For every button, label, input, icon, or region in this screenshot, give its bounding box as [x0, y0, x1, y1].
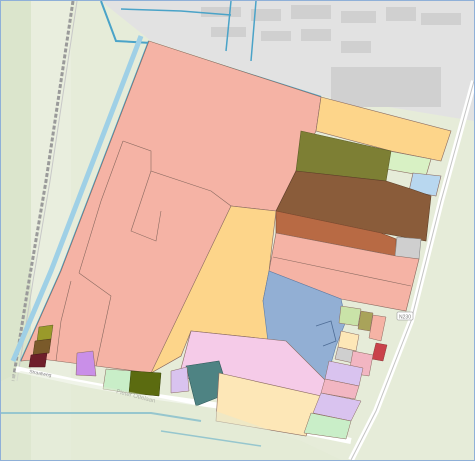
street-label-bottom-left: Straatweg	[29, 369, 52, 379]
route-marker: N230	[396, 311, 414, 321]
parcel-small-green[interactable]	[338, 305, 362, 327]
railway-line	[11, 1, 75, 382]
parcel-left-olive[interactable]	[36, 324, 54, 342]
parcel-small-salmon[interactable]	[368, 314, 387, 342]
parcel-left-darkred[interactable]	[28, 352, 48, 368]
parcel-light-pink[interactable]	[320, 378, 360, 400]
parcel-left-brown[interactable]	[32, 338, 52, 356]
parcel-olive-bottom[interactable]	[128, 370, 162, 397]
blue-detail-line	[315, 320, 337, 347]
parcel-cream[interactable]	[215, 372, 322, 437]
parcel-mint[interactable]	[303, 412, 352, 440]
svg-text:N230: N230	[399, 315, 411, 321]
parcel-gray[interactable]	[394, 236, 422, 260]
parcel-small-red[interactable]	[371, 342, 388, 362]
parcel-light-blue[interactable]	[408, 172, 442, 197]
field-bottom	[1, 371, 341, 460]
parcel-subdivision-lines	[55, 140, 232, 367]
parcel-divider	[272, 256, 412, 287]
railway-edge	[16, 1, 78, 382]
main-road-edge	[350, 80, 474, 460]
parcel-lavender-left[interactable]	[75, 350, 97, 377]
parcel-lavender-mid[interactable]	[170, 366, 190, 394]
building-blocks	[201, 5, 461, 107]
